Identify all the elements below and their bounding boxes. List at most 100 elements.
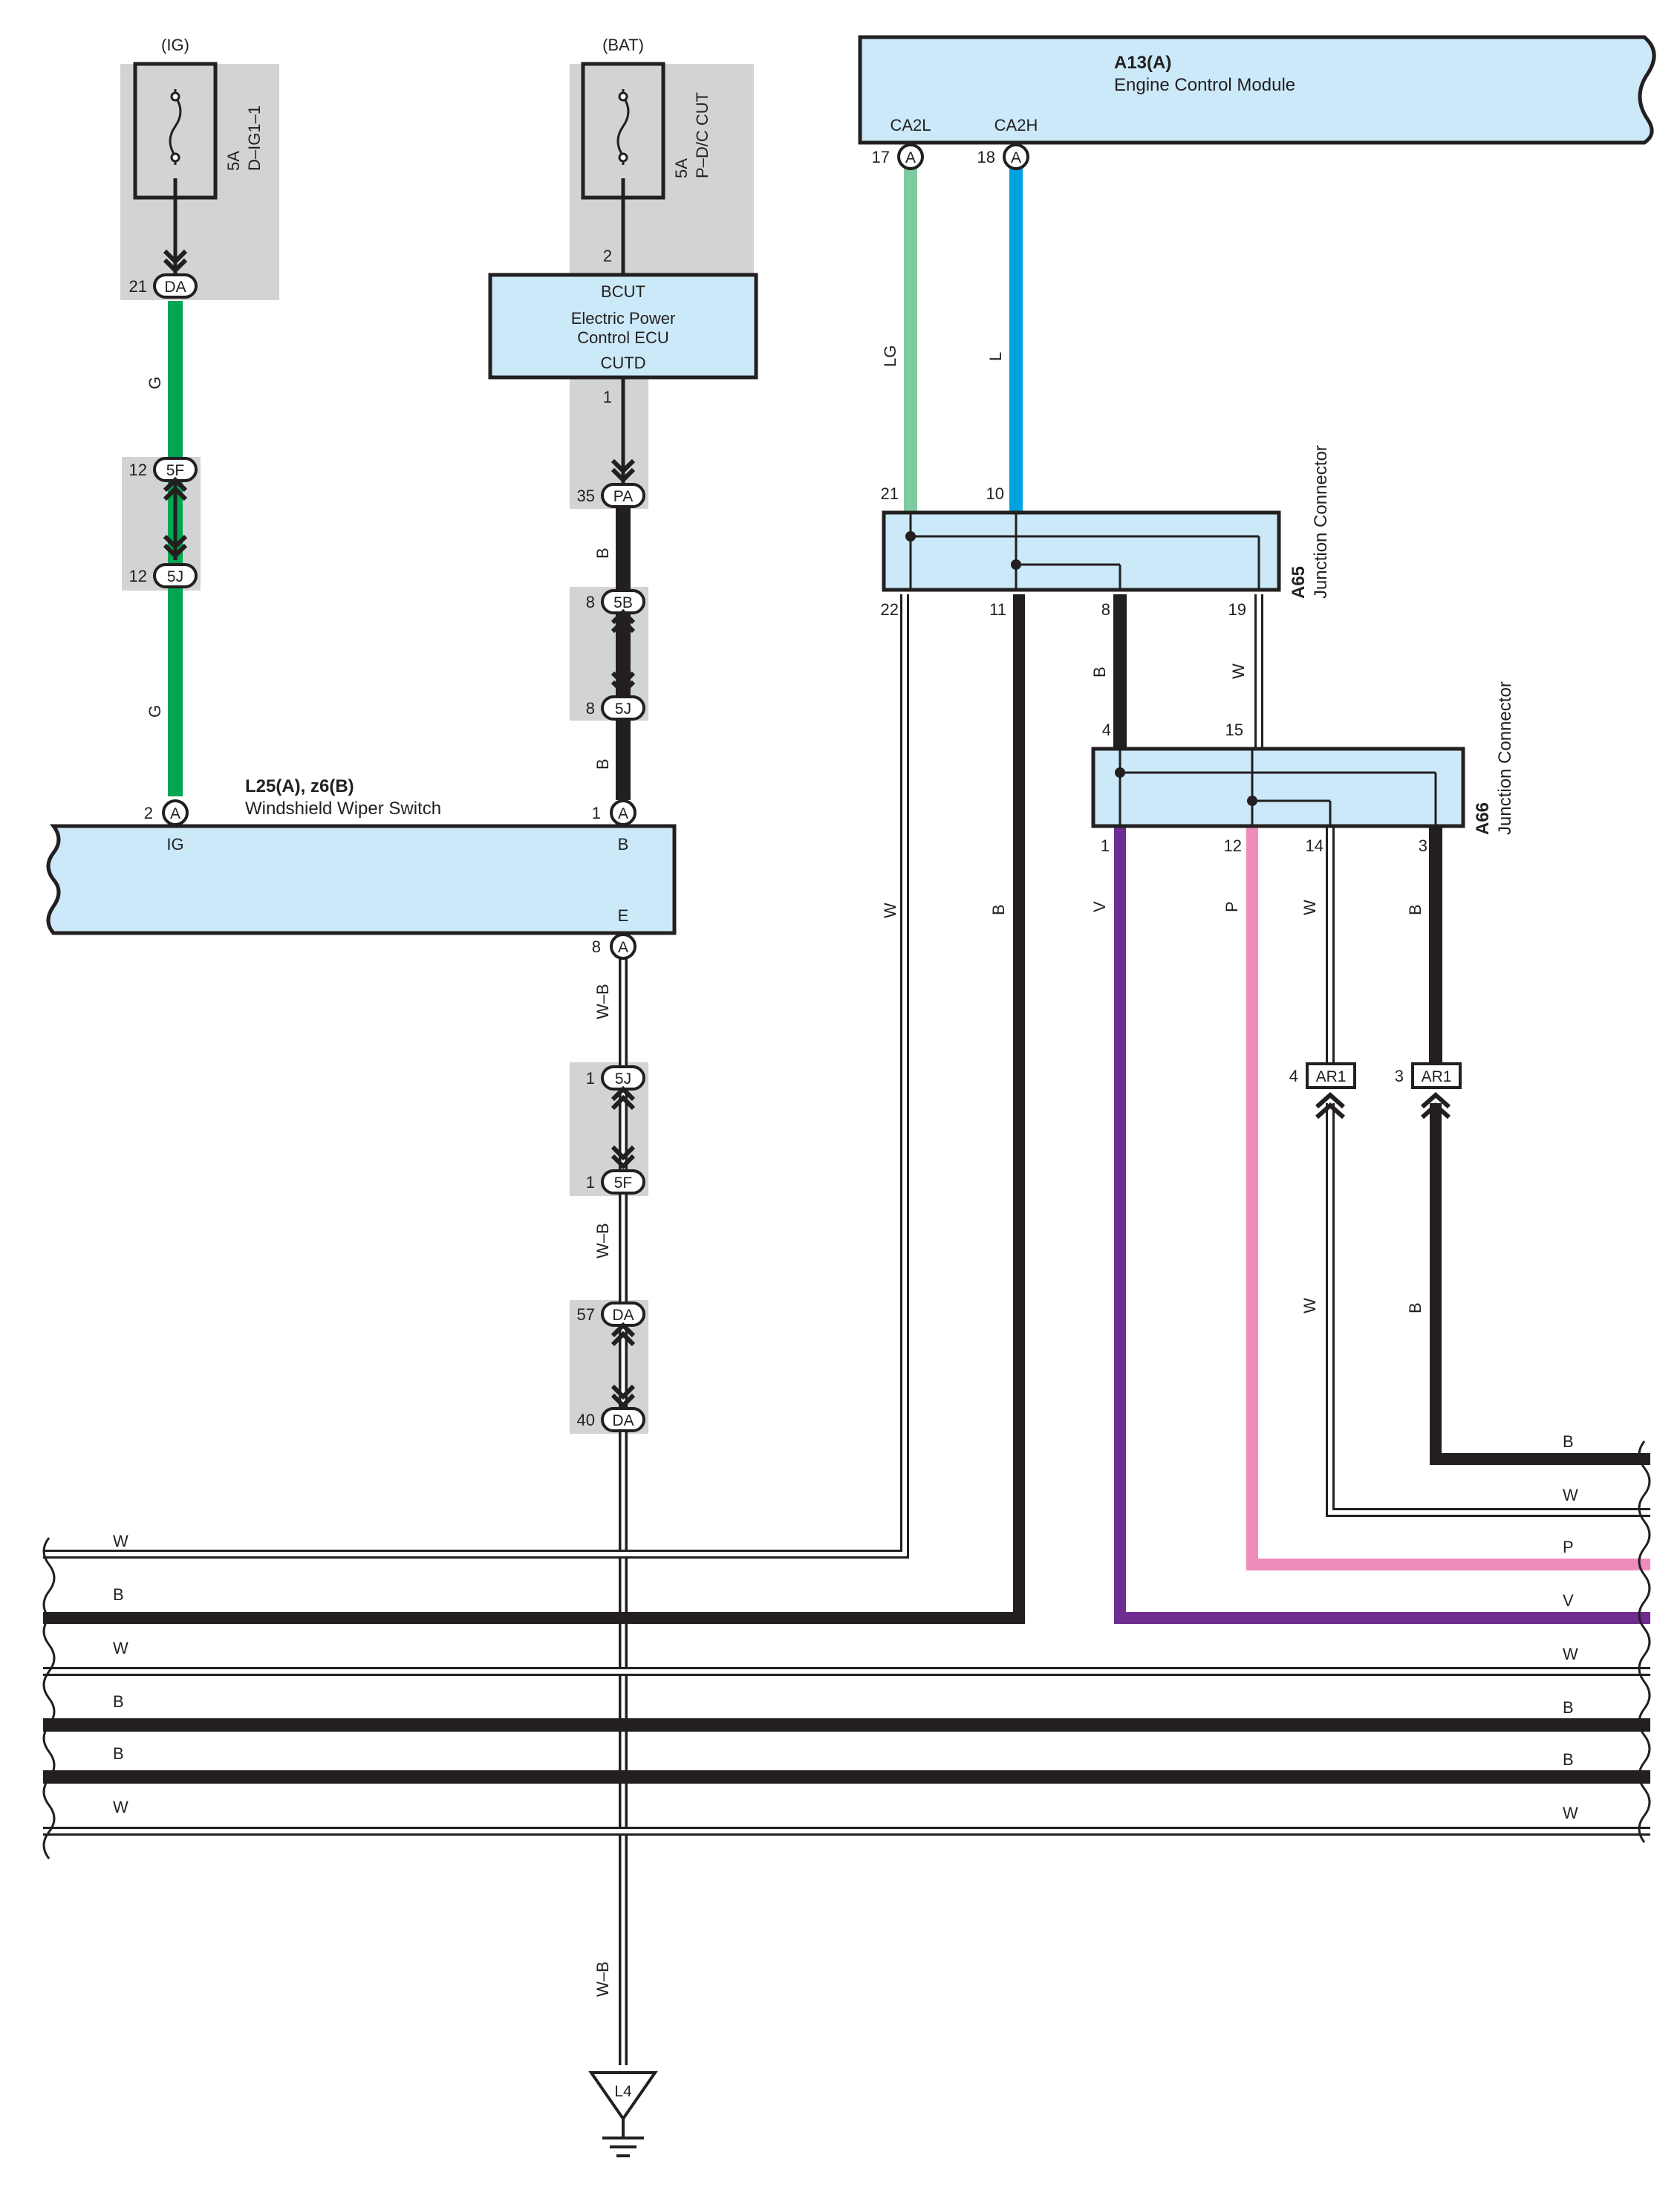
svg-text:W: W <box>1563 1804 1578 1822</box>
svg-text:P: P <box>1222 901 1241 912</box>
a66-v-wire <box>1114 826 1650 1624</box>
ecu-pin-top-num: 2 <box>603 247 612 265</box>
wiper-pin1-num: 1 <box>592 804 601 822</box>
ig-fuse-shade <box>120 64 279 300</box>
ecm-pin18-connector: A 18 <box>977 143 1029 170</box>
svg-text:B: B <box>593 548 612 559</box>
wiper-pin-e-label: E <box>618 906 629 925</box>
svg-text:B: B <box>989 904 1008 915</box>
svg-text:B: B <box>1563 1698 1574 1717</box>
svg-text:A: A <box>905 149 916 166</box>
svg-text:40: 40 <box>577 1411 595 1429</box>
a65-pin-10: 10 <box>986 484 1004 503</box>
a66-pin-4: 4 <box>1102 721 1111 739</box>
ecm-code: A13(A) <box>1114 53 1171 73</box>
a65-pin-8: 8 <box>1101 600 1110 619</box>
ecm-pin18-num: 18 <box>977 148 995 166</box>
a65-w-wire-fill <box>43 594 907 1556</box>
engine-control-module: A13(A) Engine Control Module CA2L CA2H A… <box>858 35 1656 170</box>
svg-text:W: W <box>881 903 899 918</box>
svg-text:LG: LG <box>881 345 899 367</box>
connector-ar1-3: AR1 3 <box>1395 1062 1462 1120</box>
svg-text:B: B <box>593 758 612 770</box>
junction-connector-a66: 4 15 1 12 14 3 A66 Junction Connector <box>1091 681 1515 855</box>
ecm-pin-ca2l: CA2L <box>890 116 931 134</box>
svg-text:W: W <box>1229 663 1248 679</box>
svg-text:PA: PA <box>613 488 633 505</box>
a66-pin-15: 15 <box>1225 721 1243 739</box>
fuse-ig: (IG) 5A D–IG1–1 <box>133 36 264 200</box>
ig-fuse-amp: 5A <box>224 151 243 171</box>
a66-pin-14: 14 <box>1306 836 1324 855</box>
ecu-name-line2: Control ECU <box>577 328 668 347</box>
svg-text:B: B <box>1406 904 1425 915</box>
ecm-pin17-connector: A 17 <box>872 143 924 170</box>
bus-labels-right: B W P V W B B W <box>1563 1432 1578 1822</box>
ground-l4: L4 <box>588 2071 658 2157</box>
wb-da-arrows <box>611 1322 636 1409</box>
wiper-pin1-connector: A 1 <box>592 799 636 826</box>
connector-5j-1: 5J 1 <box>586 1065 645 1091</box>
svg-text:B: B <box>1406 1302 1425 1313</box>
connector-da-21: DA 21 <box>129 249 198 299</box>
svg-text:4: 4 <box>1289 1067 1298 1085</box>
wiper-switch-name: Windshield Wiper Switch <box>245 799 441 819</box>
ar1-w-fill <box>1328 1103 1650 1515</box>
svg-text:8: 8 <box>586 699 595 718</box>
ar1-b-wire <box>1430 1103 1650 1465</box>
fuse-bat: (BAT) 5A P–D/C CUT <box>581 36 712 200</box>
wiper-switch-code: L25(A), z6(B) <box>245 776 354 796</box>
svg-text:57: 57 <box>577 1305 595 1324</box>
bat-5b-5j-arrows <box>611 608 636 696</box>
windshield-wiper-switch: L25(A), z6(B) Windshield Wiper Switch IG… <box>46 776 677 960</box>
ecu-name-line1: Electric Power <box>571 309 676 328</box>
svg-text:W: W <box>1300 900 1319 915</box>
svg-text:5F: 5F <box>614 1174 633 1192</box>
svg-text:W–B: W–B <box>593 1961 612 1997</box>
svg-text:B: B <box>113 1585 124 1604</box>
svg-text:5J: 5J <box>167 568 183 585</box>
svg-text:21: 21 <box>129 277 147 296</box>
svg-text:DA: DA <box>164 279 186 296</box>
wires <box>43 167 1650 2065</box>
svg-text:3: 3 <box>1395 1067 1404 1085</box>
wiper-pin-b-label: B <box>618 835 629 854</box>
svg-text:12: 12 <box>129 567 147 585</box>
svg-text:A: A <box>618 805 628 822</box>
bat-source-label: (BAT) <box>602 36 644 54</box>
svg-text:12: 12 <box>129 461 147 479</box>
wiper-pin8-num: 8 <box>592 938 601 956</box>
wiper-pin2-connector: A 2 <box>144 799 189 826</box>
svg-text:G: G <box>146 705 164 718</box>
a65-name: Junction Connector <box>1311 445 1331 599</box>
svg-text:1: 1 <box>586 1069 595 1088</box>
wiper-pin-ig-label: IG <box>166 835 183 854</box>
bat-fuse-name: P–D/C CUT <box>693 92 712 178</box>
ecu-pin-bottom-num: 1 <box>603 388 612 406</box>
svg-text:B: B <box>1090 666 1109 678</box>
a66-p-wire <box>1246 826 1650 1570</box>
wb-5j-5f-arrows <box>611 1085 636 1170</box>
svg-text:P: P <box>1563 1538 1574 1556</box>
bus-labels-left: W B W B B W <box>113 1532 128 1816</box>
ecu-pin-cutd: CUTD <box>600 354 645 372</box>
svg-text:B: B <box>1563 1432 1574 1451</box>
svg-text:8: 8 <box>586 593 595 611</box>
svg-text:DA: DA <box>612 1307 634 1324</box>
wiper-pin8-connector: A 8 <box>592 933 636 960</box>
svg-text:B: B <box>1563 1750 1574 1769</box>
ecu-pin-bcut: BCUT <box>601 282 645 301</box>
a65-pin-22: 22 <box>881 600 899 619</box>
connector-5f-12: 5F 12 <box>129 457 198 482</box>
svg-text:5J: 5J <box>615 1070 631 1088</box>
svg-text:A: A <box>618 939 628 956</box>
a65-pin-21: 21 <box>881 484 899 503</box>
connector-5j-8: 5J 8 <box>586 695 645 721</box>
svg-text:W: W <box>1300 1298 1319 1313</box>
ig-fuse-name: D–IG1–1 <box>245 105 264 171</box>
svg-text:W: W <box>113 1798 128 1816</box>
svg-text:5B: 5B <box>613 594 633 611</box>
connector-pa-35: PA 35 <box>577 458 645 508</box>
ecm-pin17-num: 17 <box>872 148 890 166</box>
